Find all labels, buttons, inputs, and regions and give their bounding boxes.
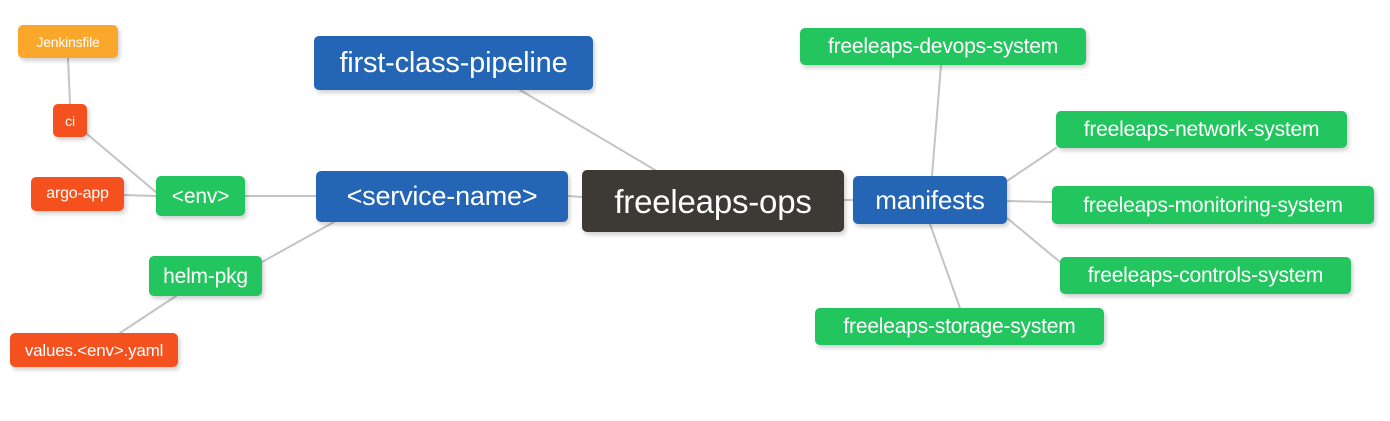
edge-first-class-pipeline-to-freeleaps-ops — [519, 89, 656, 171]
node-label-freeleaps-storage-system: freeleaps-storage-system — [843, 315, 1076, 338]
node-freeleaps-ops[interactable]: freeleaps-ops — [582, 170, 844, 232]
node-freeleaps-network-system[interactable]: freeleaps-network-system — [1056, 111, 1347, 148]
node-label-service-name: <service-name> — [346, 181, 538, 211]
node-freeleaps-storage-system[interactable]: freeleaps-storage-system — [815, 308, 1104, 345]
edge-helm-pkg-to-service-name — [261, 221, 335, 263]
node-label-freeleaps-controls-system: freeleaps-controls-system — [1087, 264, 1324, 287]
node-label-first-class-pipeline: first-class-pipeline — [339, 46, 568, 79]
node-jenkinsfile[interactable]: Jenkinsfile — [18, 25, 118, 58]
node-label-freeleaps-monitoring-system: freeleaps-monitoring-system — [1083, 193, 1343, 217]
node-freeleaps-devops-system[interactable]: freeleaps-devops-system — [800, 28, 1086, 65]
node-first-class-pipeline[interactable]: first-class-pipeline — [314, 36, 593, 90]
node-argo-app[interactable]: argo-app — [31, 177, 124, 211]
node-label-argo-app: argo-app — [46, 185, 109, 202]
node-ci[interactable]: ci — [53, 104, 87, 137]
edge-jenkinsfile-to-ci — [67, 57, 71, 105]
node-values-yaml[interactable]: values.<env>.yaml — [10, 333, 178, 367]
edge-argo-app-to-env — [123, 194, 157, 197]
node-env[interactable]: <env> — [156, 176, 245, 216]
node-label-jenkinsfile: Jenkinsfile — [36, 33, 100, 50]
edge-values-yaml-to-helm-pkg — [119, 295, 177, 334]
node-helm-pkg[interactable]: helm-pkg — [149, 256, 262, 296]
node-label-helm-pkg: helm-pkg — [163, 264, 248, 288]
edge-service-name-to-freeleaps-ops — [567, 195, 583, 198]
node-freeleaps-controls-system[interactable]: freeleaps-controls-system — [1060, 257, 1351, 294]
node-service-name[interactable]: <service-name> — [316, 171, 568, 222]
node-label-manifests: manifests — [875, 185, 985, 215]
node-freeleaps-monitoring-system[interactable]: freeleaps-monitoring-system — [1052, 186, 1374, 224]
node-label-freeleaps-ops: freeleaps-ops — [614, 182, 812, 220]
node-label-freeleaps-devops-system: freeleaps-devops-system — [828, 35, 1058, 58]
edge-freeleaps-devops-system-to-manifests — [931, 64, 942, 177]
node-label-env: <env> — [171, 184, 230, 208]
edge-freeleaps-network-system-to-manifests — [1006, 147, 1057, 182]
node-label-ci: ci — [65, 112, 75, 129]
edge-freeleaps-controls-system-to-manifests — [1006, 217, 1061, 263]
node-label-values-yaml: values.<env>.yaml — [24, 340, 164, 360]
edge-freeleaps-storage-system-to-manifests — [929, 223, 961, 309]
edge-freeleaps-monitoring-system-to-manifests — [1006, 200, 1053, 203]
node-manifests[interactable]: manifests — [853, 176, 1007, 224]
node-label-freeleaps-network-system: freeleaps-network-system — [1083, 118, 1320, 141]
